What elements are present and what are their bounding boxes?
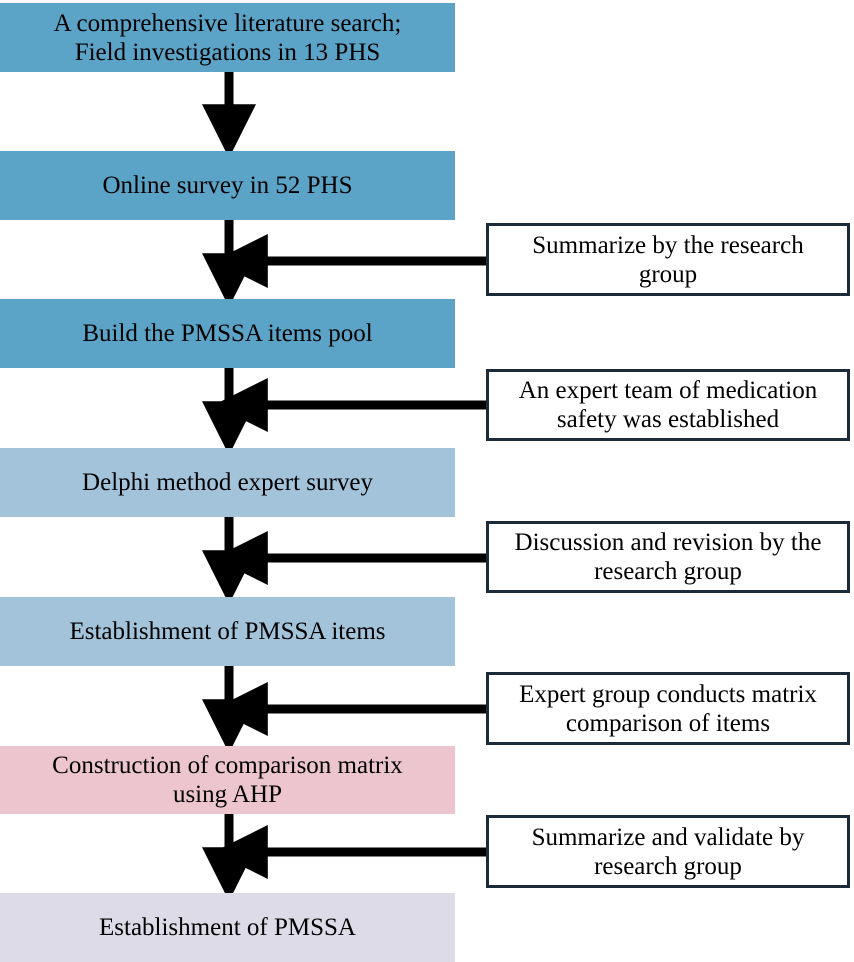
note-text-line: Discussion and revision by the	[514, 529, 822, 556]
step-text-line: A comprehensive literature search;	[53, 9, 402, 37]
step-text-line: Construction of comparison matrix	[52, 752, 403, 779]
step-text-line: Establishment of PMSSA	[99, 914, 356, 941]
step-text-line: using AHP	[172, 781, 283, 808]
note-text-line: Summarize and validate by	[531, 823, 805, 851]
note-text-line: safety was established	[556, 406, 780, 433]
step-comparison-matrix: Construction of comparison matrix using …	[0, 746, 455, 814]
step-text-line: Online survey in 52 PHS	[102, 172, 353, 199]
note-text-line: Summarize by the research	[532, 231, 804, 259]
note-text-line: An expert team of medication	[518, 377, 818, 404]
note-matrix-comparison: Expert group conducts matrix comparison …	[486, 672, 850, 745]
step-establishment-items: Establishment of PMSSA items	[0, 597, 455, 666]
note-summarize-research: Summarize by the research group	[486, 223, 850, 296]
note-text-line: Expert group conducts matrix	[519, 680, 817, 708]
step-text-line: Field investigations in 13 PHS	[74, 38, 381, 66]
note-expert-team: An expert team of medication safety was …	[486, 369, 850, 441]
note-summarize-validate: Summarize and validate by research group	[486, 815, 850, 888]
step-items-pool: Build the PMSSA items pool	[0, 299, 455, 368]
step-literature-search: A comprehensive literature search; Field…	[0, 3, 455, 72]
step-delphi-survey: Delphi method expert survey	[0, 448, 455, 517]
step-text-line: Build the PMSSA items pool	[82, 320, 373, 347]
step-establishment-pmssa: Establishment of PMSSA	[0, 893, 455, 962]
step-text-line: Establishment of PMSSA items	[69, 618, 386, 645]
note-text-line: comparison of items	[565, 709, 771, 737]
note-text-line: group	[638, 260, 698, 288]
note-discussion-revision: Discussion and revision by the research …	[486, 521, 850, 593]
note-text-line: research group	[594, 558, 742, 585]
step-text-line: Delphi method expert survey	[82, 469, 373, 496]
note-text-line: research group	[594, 852, 742, 880]
step-online-survey: Online survey in 52 PHS	[0, 151, 455, 220]
